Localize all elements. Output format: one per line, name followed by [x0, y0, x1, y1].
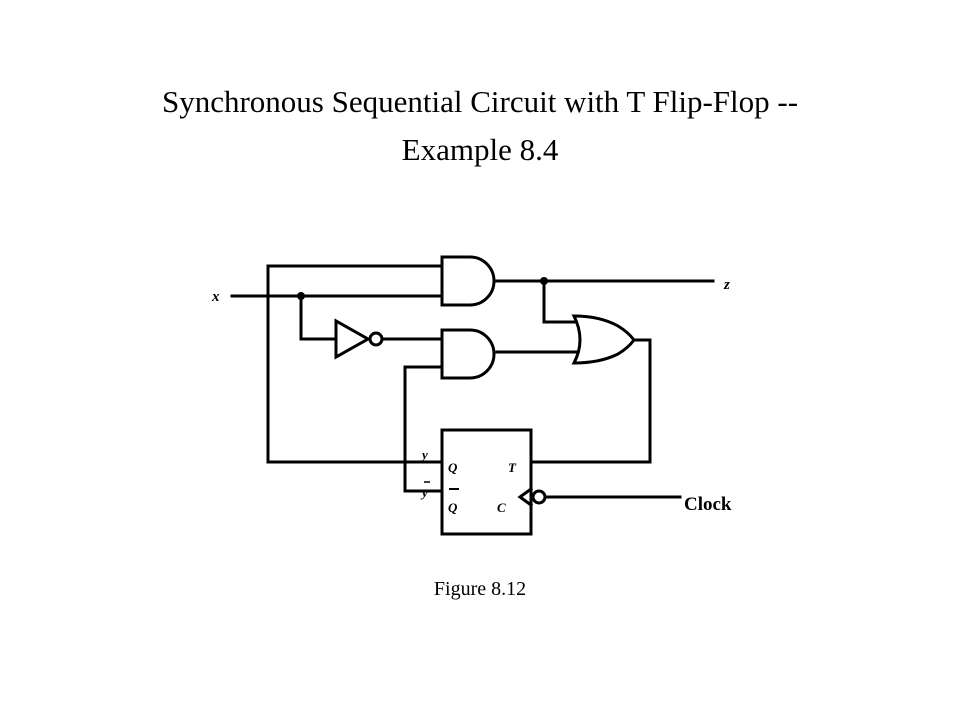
and-gate-2 — [440, 328, 496, 380]
output-z-label: z — [723, 277, 730, 293]
input-x-label: x — [211, 289, 220, 305]
junction-dot-x — [297, 292, 305, 300]
inverter — [334, 318, 384, 360]
and-gate-1 — [440, 255, 496, 307]
clock-triangle — [517, 486, 534, 508]
inverter-triangle — [334, 318, 372, 360]
t-label: T — [508, 460, 517, 475]
wire-qbar-to-and2 — [403, 365, 444, 493]
qbar-label: Q — [448, 500, 458, 515]
or-gate — [571, 314, 636, 365]
t-flip-flop: Q Q T C — [440, 428, 547, 536]
clock-label: Clock — [684, 494, 732, 515]
wire-x-to-inverter — [299, 294, 338, 341]
q-label: Q — [448, 460, 458, 475]
title-line-2: Example 8.4 — [401, 132, 559, 167]
inverter-bubble — [368, 331, 384, 347]
title-line-1: Synchronous Sequential Circuit with T Fl… — [161, 84, 799, 119]
ybar-label: y — [420, 485, 428, 500]
wire-and1-to-or — [542, 279, 582, 324]
wire-or-to-t — [529, 338, 652, 464]
flip-flop-box — [440, 428, 533, 536]
y-label: y — [420, 447, 428, 462]
wires — [230, 264, 715, 499]
junction-dot-z — [540, 277, 548, 285]
wire-q-feedback — [266, 264, 444, 464]
clock-bubble — [531, 489, 547, 505]
figure-caption: Figure 8.12 — [433, 578, 527, 600]
c-label: C — [497, 500, 506, 515]
slide-title: Synchronous Sequential Circuit with T Fl… — [0, 78, 960, 174]
